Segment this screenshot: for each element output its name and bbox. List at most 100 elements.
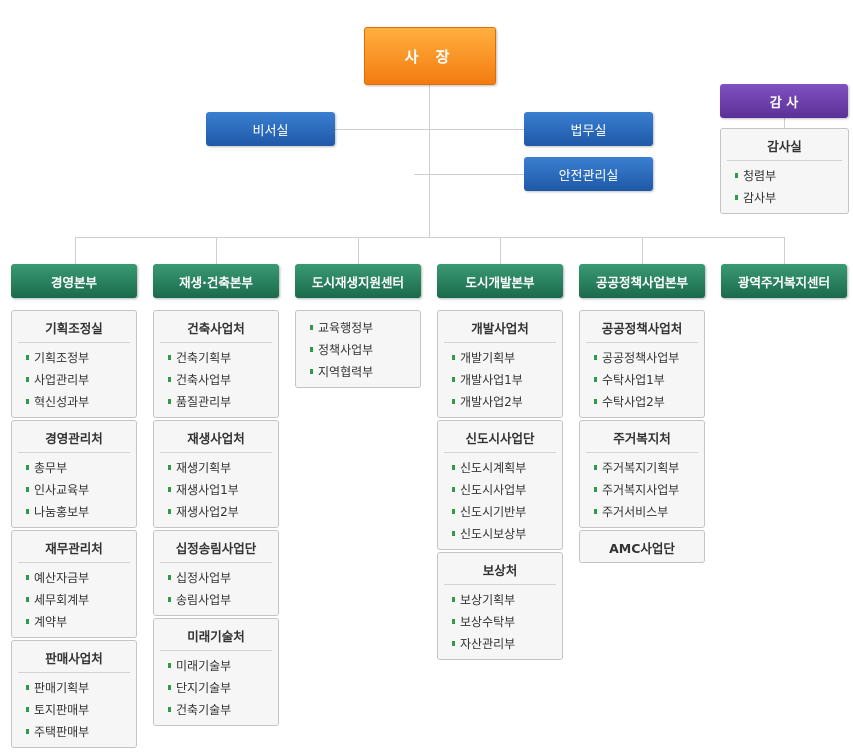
unit-title: 보상처	[444, 553, 556, 585]
list-item-label: 토지판매부	[34, 703, 90, 717]
list-item[interactable]: 재생사업2부	[154, 501, 278, 523]
list-item[interactable]: 건축사업부	[154, 369, 278, 391]
list-item[interactable]: 건축기획부	[154, 347, 278, 369]
list-item[interactable]: 수탁사업1부	[580, 369, 704, 391]
bullet-icon	[452, 355, 455, 360]
list-item-label: 신도시기반부	[460, 505, 527, 519]
list-item[interactable]: 인사교육부	[12, 479, 136, 501]
bullet-icon	[452, 399, 455, 404]
list-item[interactable]: 단지기술부	[154, 677, 278, 699]
list-item[interactable]: 혁신성과부	[12, 391, 136, 413]
list-item[interactable]: 기획조정부	[12, 347, 136, 369]
safety-box[interactable]: 안전관리실	[524, 157, 653, 191]
ceo-box[interactable]: 사 장	[364, 27, 496, 85]
audit-office[interactable]: 감사실 청렴부 감사부	[720, 128, 849, 214]
list-item-label: 건축사업부	[176, 373, 232, 387]
list-item[interactable]: 신도시계획부	[438, 457, 562, 479]
bullet-icon	[452, 465, 455, 470]
list-item[interactable]: 주택판매부	[12, 721, 136, 743]
list-item-label: 단지기술부	[176, 681, 232, 695]
list-item[interactable]: 정책사업부	[296, 339, 420, 361]
list-item-label: 혁신성과부	[34, 395, 90, 409]
list-item[interactable]: 신도시사업부	[438, 479, 562, 501]
bullet-icon	[310, 369, 313, 374]
list-item[interactable]: 판매기획부	[12, 677, 136, 699]
list-item[interactable]: 총무부	[12, 457, 136, 479]
list-item[interactable]: 공공정책사업부	[580, 347, 704, 369]
list-item[interactable]: 십정사업부	[154, 567, 278, 589]
list-item[interactable]: 재생사업1부	[154, 479, 278, 501]
list-item[interactable]: 주거복지사업부	[580, 479, 704, 501]
headquarters-box[interactable]: 공공정책사업본부	[579, 264, 705, 298]
list-item[interactable]: 계약부	[12, 611, 136, 633]
headquarters-box[interactable]: 도시재생지원센터	[295, 264, 421, 298]
list-item[interactable]: 보상수탁부	[438, 611, 562, 633]
list-item[interactable]: 세무회계부	[12, 589, 136, 611]
list-item-label: 송림사업부	[176, 593, 232, 607]
list-item-label: 청렴부	[743, 169, 777, 183]
unit-title: 재무관리처	[18, 531, 130, 563]
list-item[interactable]: 예산자금부	[12, 567, 136, 589]
audit-box[interactable]: 감 사	[720, 84, 848, 118]
legal-box[interactable]: 법무실	[524, 112, 653, 146]
bullet-icon	[168, 377, 171, 382]
list-item[interactable]: 품질관리부	[154, 391, 278, 413]
list-item[interactable]: 나눔홍보부	[12, 501, 136, 523]
list-item[interactable]: 감사부	[721, 187, 848, 209]
secretariat-box[interactable]: 비서실	[206, 112, 335, 146]
list-item[interactable]: 토지판매부	[12, 699, 136, 721]
list-item[interactable]: 자산관리부	[438, 633, 562, 655]
headquarters-box[interactable]: 경영본부	[11, 264, 137, 298]
list-item-label: 주택판매부	[34, 725, 90, 739]
list-item-label: 정책사업부	[318, 343, 374, 357]
list-item[interactable]: 교육행정부	[296, 317, 420, 339]
bullet-icon	[168, 575, 171, 580]
list-item[interactable]: 사업관리부	[12, 369, 136, 391]
connector-line	[429, 83, 430, 237]
list-item[interactable]: 지역협력부	[296, 361, 420, 383]
list-item[interactable]: 개발기획부	[438, 347, 562, 369]
headquarters-box[interactable]: 도시개발본부	[437, 264, 563, 298]
bullet-icon	[452, 597, 455, 602]
bullet-icon	[310, 347, 313, 352]
list-item[interactable]: 주거서비스부	[580, 501, 704, 523]
list-item[interactable]: 보상기획부	[438, 589, 562, 611]
list-item[interactable]: 송림사업부	[154, 589, 278, 611]
list-item[interactable]: 재생기획부	[154, 457, 278, 479]
list-item[interactable]: 개발사업2부	[438, 391, 562, 413]
list-item-label: 재생사업1부	[176, 483, 239, 497]
headquarters-box[interactable]: 재생·건축본부	[153, 264, 279, 298]
list-item[interactable]: 주거복지기획부	[580, 457, 704, 479]
bullet-icon	[26, 465, 29, 470]
bullet-icon	[168, 355, 171, 360]
bullet-icon	[594, 377, 597, 382]
list-item[interactable]: 신도시기반부	[438, 501, 562, 523]
list-item[interactable]: 수탁사업2부	[580, 391, 704, 413]
list-item[interactable]: 청렴부	[721, 165, 848, 187]
unit-box[interactable]: AMC사업단	[579, 530, 705, 563]
list-item[interactable]: 미래기술부	[154, 655, 278, 677]
list-item[interactable]: 개발사업1부	[438, 369, 562, 391]
bullet-icon	[26, 707, 29, 712]
list-item[interactable]: 신도시보상부	[438, 523, 562, 545]
list-item[interactable]: 건축기술부	[154, 699, 278, 721]
headquarters-box[interactable]: 광역주거복지센터	[721, 264, 847, 298]
